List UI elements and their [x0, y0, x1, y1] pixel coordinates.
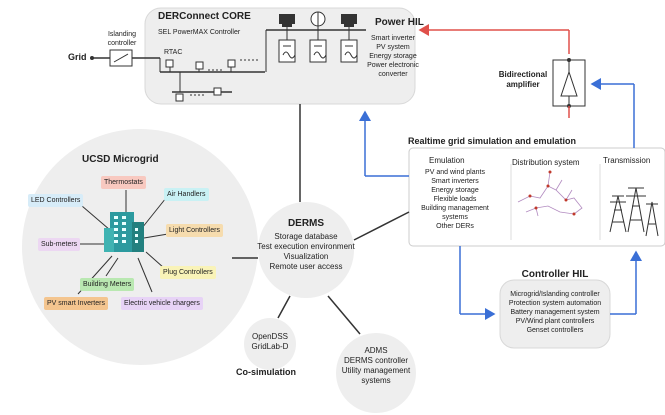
- power-hil-items: Smart inverter PV system Energy storage …: [366, 34, 420, 79]
- emulation-item: PV and wind plants: [425, 169, 485, 176]
- power-hil-item: Power electronic: [367, 62, 419, 69]
- derms-items: Storage database Test execution environm…: [252, 232, 360, 272]
- derconnect-title: DERConnect CORE: [158, 11, 251, 22]
- led-controllers-node: LED Controllers: [28, 194, 84, 207]
- pv-smart-inverters-node: PV smart Inverters: [44, 297, 108, 310]
- transmission-title: Transmission: [603, 156, 651, 165]
- emulation-item: systems: [442, 214, 468, 221]
- cosim-item: GridLab-D: [251, 342, 289, 351]
- derms-item: Test execution environment: [257, 242, 355, 251]
- cosim-label: Co-simulation: [236, 367, 296, 377]
- emulation-items: PV and wind plants Smart inverters Energ…: [412, 168, 498, 231]
- emulation-item: Smart inverters: [431, 178, 479, 185]
- controller-hil-item: Microgrid/Islanding controller: [510, 291, 600, 298]
- emulation-item: Building management: [421, 205, 489, 212]
- controller-hil-item: Battery management system: [510, 309, 600, 316]
- power-hil-item: Energy storage: [369, 53, 417, 60]
- adms-circle: [336, 333, 416, 413]
- emulation-item: Flexible loads: [433, 196, 477, 203]
- controller-hil-items: Microgrid/Islanding controller Protectio…: [500, 290, 610, 335]
- islanding-controller-label: Islanding controller: [107, 31, 137, 47]
- rtac-label: RTAC: [164, 49, 183, 56]
- light-controllers-node: Light Controllers: [166, 224, 223, 237]
- microgrid-title: UCSD Microgrid: [82, 154, 159, 165]
- derms-circle: [258, 202, 354, 298]
- sub-meters-node: Sub-meters: [38, 238, 81, 251]
- power-hil-item: converter: [378, 71, 408, 78]
- realtime-title: Realtime grid simulation and emulation: [408, 136, 577, 146]
- amplifier-label: Bidirectional amplifier: [494, 70, 552, 90]
- adms-item: Utility management: [341, 366, 411, 375]
- power-hil-item: Smart inverter: [371, 35, 415, 42]
- plug-controllers-node: Plug Controllers: [160, 266, 216, 279]
- controller-hil-item: Protection system automation: [508, 300, 602, 307]
- power-hil-title: Power HIL: [375, 17, 424, 28]
- grid-label: Grid: [68, 52, 87, 62]
- ev-chargers-node: Electric vehicle chargers: [121, 297, 203, 310]
- cosim-items: OpenDSS GridLab-D: [244, 332, 296, 352]
- amplifier-label-line1: Bidirectional: [498, 70, 548, 79]
- cosim-item: OpenDSS: [251, 332, 289, 341]
- thermostats-node: Thermostats: [101, 176, 146, 189]
- controller-hil-item: Genset controllers: [526, 327, 584, 334]
- power-hil-item: PV system: [376, 44, 410, 51]
- controller-hil-title: Controller HIL: [521, 269, 589, 280]
- adms-item: systems: [361, 376, 391, 385]
- adms-item: DERMS controller: [343, 356, 408, 365]
- cosim-circle: [244, 318, 296, 370]
- adms-items: ADMS DERMS controller Utility management…: [340, 346, 412, 386]
- building-meters-node: Building Meters: [80, 278, 135, 291]
- distribution-title: Distribution system: [512, 158, 580, 167]
- derms-item: Visualization: [283, 252, 329, 261]
- derms-title: DERMS: [287, 218, 325, 229]
- adms-item: ADMS: [364, 346, 388, 355]
- derms-item: Remote user access: [269, 262, 343, 271]
- derms-item: Storage database: [274, 232, 338, 241]
- emulation-item: Other DERs: [436, 223, 474, 230]
- amplifier-label-line2: amplifier: [506, 80, 540, 89]
- controller-hil-item: PV/Wind plant controllers: [515, 318, 595, 325]
- emulation-title: Emulation: [429, 156, 465, 165]
- emulation-item: Energy storage: [431, 187, 479, 194]
- air-handlers-node: Air Handlers: [164, 188, 209, 201]
- derconnect-subtitle: SEL PowerMAX Controller: [158, 29, 241, 36]
